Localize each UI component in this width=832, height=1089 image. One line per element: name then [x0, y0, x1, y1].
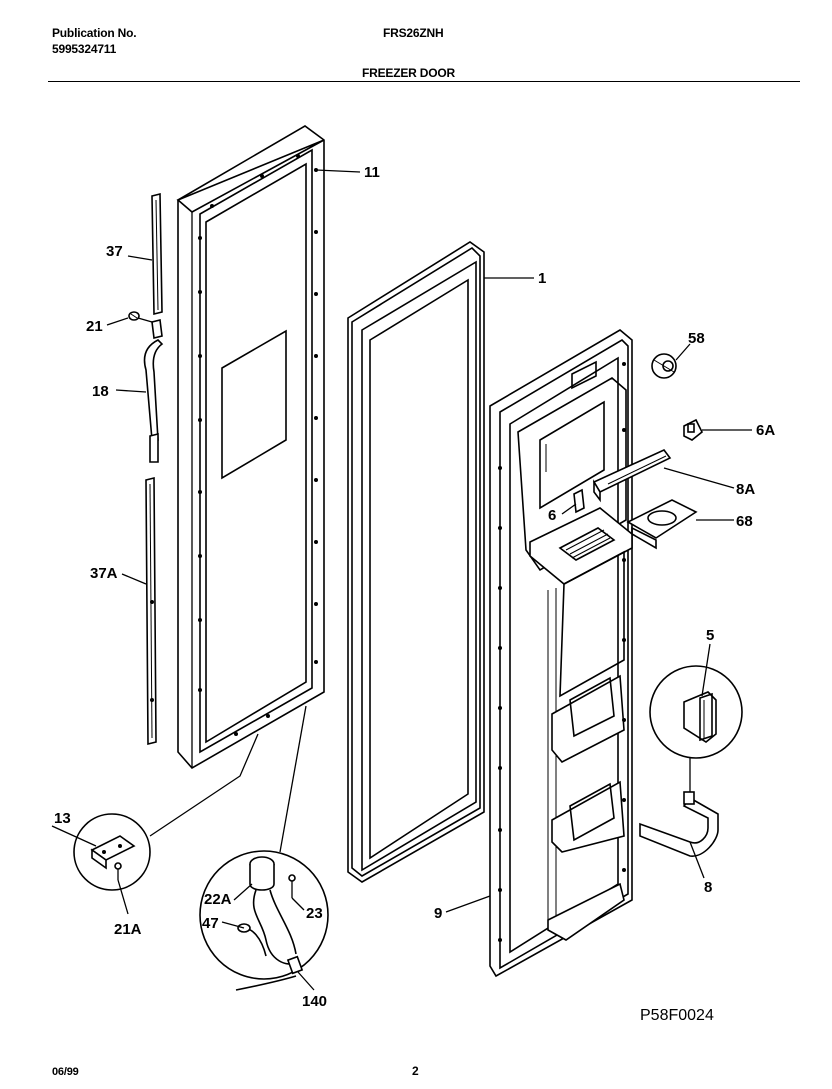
callout-21A: 21A	[114, 921, 142, 938]
callout-18: 18	[92, 383, 109, 400]
callout-11: 11	[364, 164, 380, 181]
callout-labels: 11 37 21 18 37A 1 58 6A 8A 6 68 5 13 21A…	[54, 164, 775, 1010]
part-8-rack	[639, 791, 719, 857]
callout-23: 23	[306, 905, 323, 922]
callout-9: 9	[434, 905, 442, 922]
part-5-inset	[649, 665, 743, 759]
callout-21: 21	[86, 318, 103, 335]
figure-code: P58F0024	[640, 1007, 714, 1024]
publication-label: Publication No.	[52, 26, 137, 40]
callout-8: 8	[704, 879, 712, 896]
callout-5: 5	[706, 627, 714, 644]
leader-lines	[51, 169, 752, 991]
footer-date: 06/99	[52, 1066, 79, 1078]
wiring-inset	[199, 850, 329, 991]
callout-58: 58	[688, 330, 705, 347]
part-8A-paddle-bar	[592, 449, 672, 503]
part-37-upper-trim	[151, 192, 163, 316]
part-21-screw	[128, 311, 153, 323]
callout-13: 13	[54, 810, 71, 827]
callout-1: 1	[538, 270, 546, 287]
callout-37: 37	[106, 243, 123, 260]
part-6-bracket	[573, 488, 585, 514]
part-11-door-frame	[176, 125, 325, 770]
part-37A-lower-trim	[145, 476, 157, 746]
part-18-handle	[143, 319, 164, 463]
callout-140: 140	[302, 993, 327, 1010]
callout-6A: 6A	[756, 422, 775, 439]
callout-37A: 37A	[90, 565, 118, 582]
callout-22A: 22A	[204, 891, 232, 908]
part-68-drip-tray	[626, 499, 698, 550]
part-9-door-liner	[489, 329, 633, 978]
callout-8A: 8A	[736, 481, 755, 498]
publication-number: 5995324711	[52, 42, 117, 56]
model-number: FRS26ZNH	[383, 26, 444, 40]
part-58-screw	[651, 353, 677, 379]
part-13-inset	[73, 813, 151, 891]
part-6A-clip	[683, 418, 704, 441]
header-rule	[48, 81, 800, 82]
callout-6: 6	[548, 507, 556, 524]
part-1-gasket	[347, 241, 485, 883]
footer-page-number: 2	[412, 1064, 419, 1078]
callout-68: 68	[736, 513, 753, 530]
callout-47: 47	[202, 915, 219, 932]
section-title: FREEZER DOOR	[362, 66, 455, 80]
